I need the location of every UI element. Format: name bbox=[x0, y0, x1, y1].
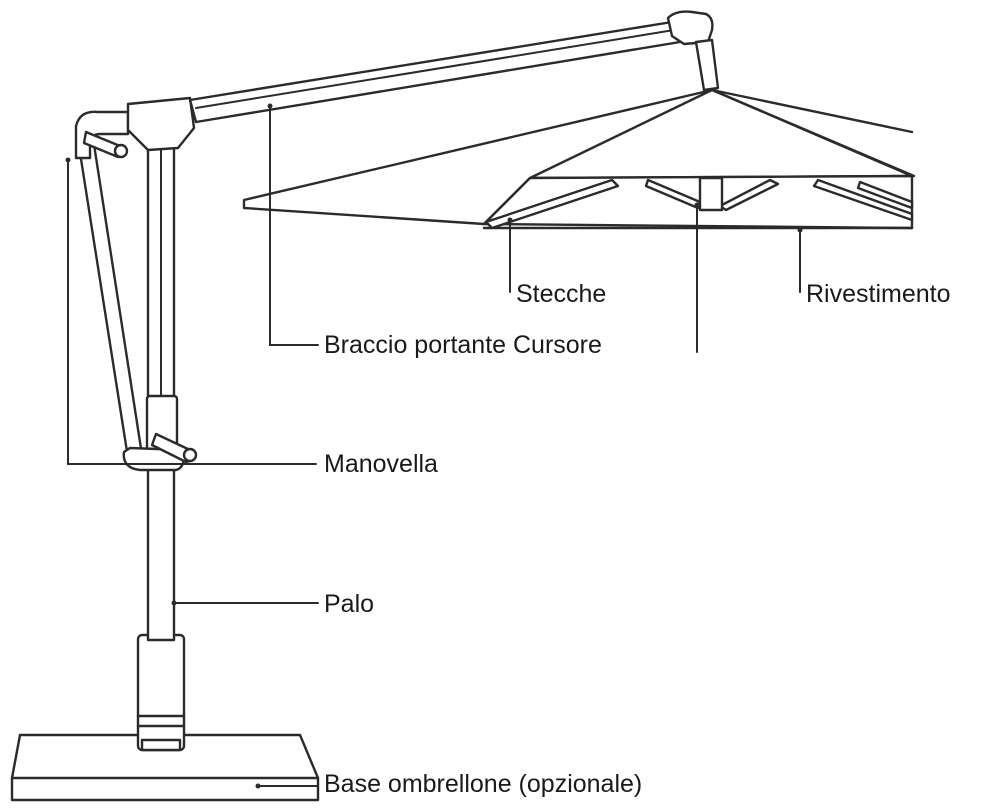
leader-lines bbox=[65, 103, 803, 789]
ribs bbox=[484, 176, 914, 230]
canopy bbox=[242, 88, 916, 230]
label-rivestimento: Rivestimento bbox=[806, 280, 951, 308]
support-arm bbox=[188, 10, 720, 124]
label-manovella: Manovella bbox=[324, 450, 438, 478]
label-braccio-cursore: Braccio portante Cursore bbox=[324, 331, 602, 359]
top-hinge bbox=[74, 96, 196, 160]
pole bbox=[146, 138, 176, 642]
umbrella-base bbox=[10, 733, 320, 802]
pole-sleeve bbox=[136, 633, 186, 752]
label-stecche: Stecche bbox=[516, 280, 607, 308]
diagonal-strut bbox=[76, 136, 144, 460]
label-base: Base ombrellone (opzionale) bbox=[324, 770, 643, 798]
label-palo: Palo bbox=[324, 590, 375, 618]
